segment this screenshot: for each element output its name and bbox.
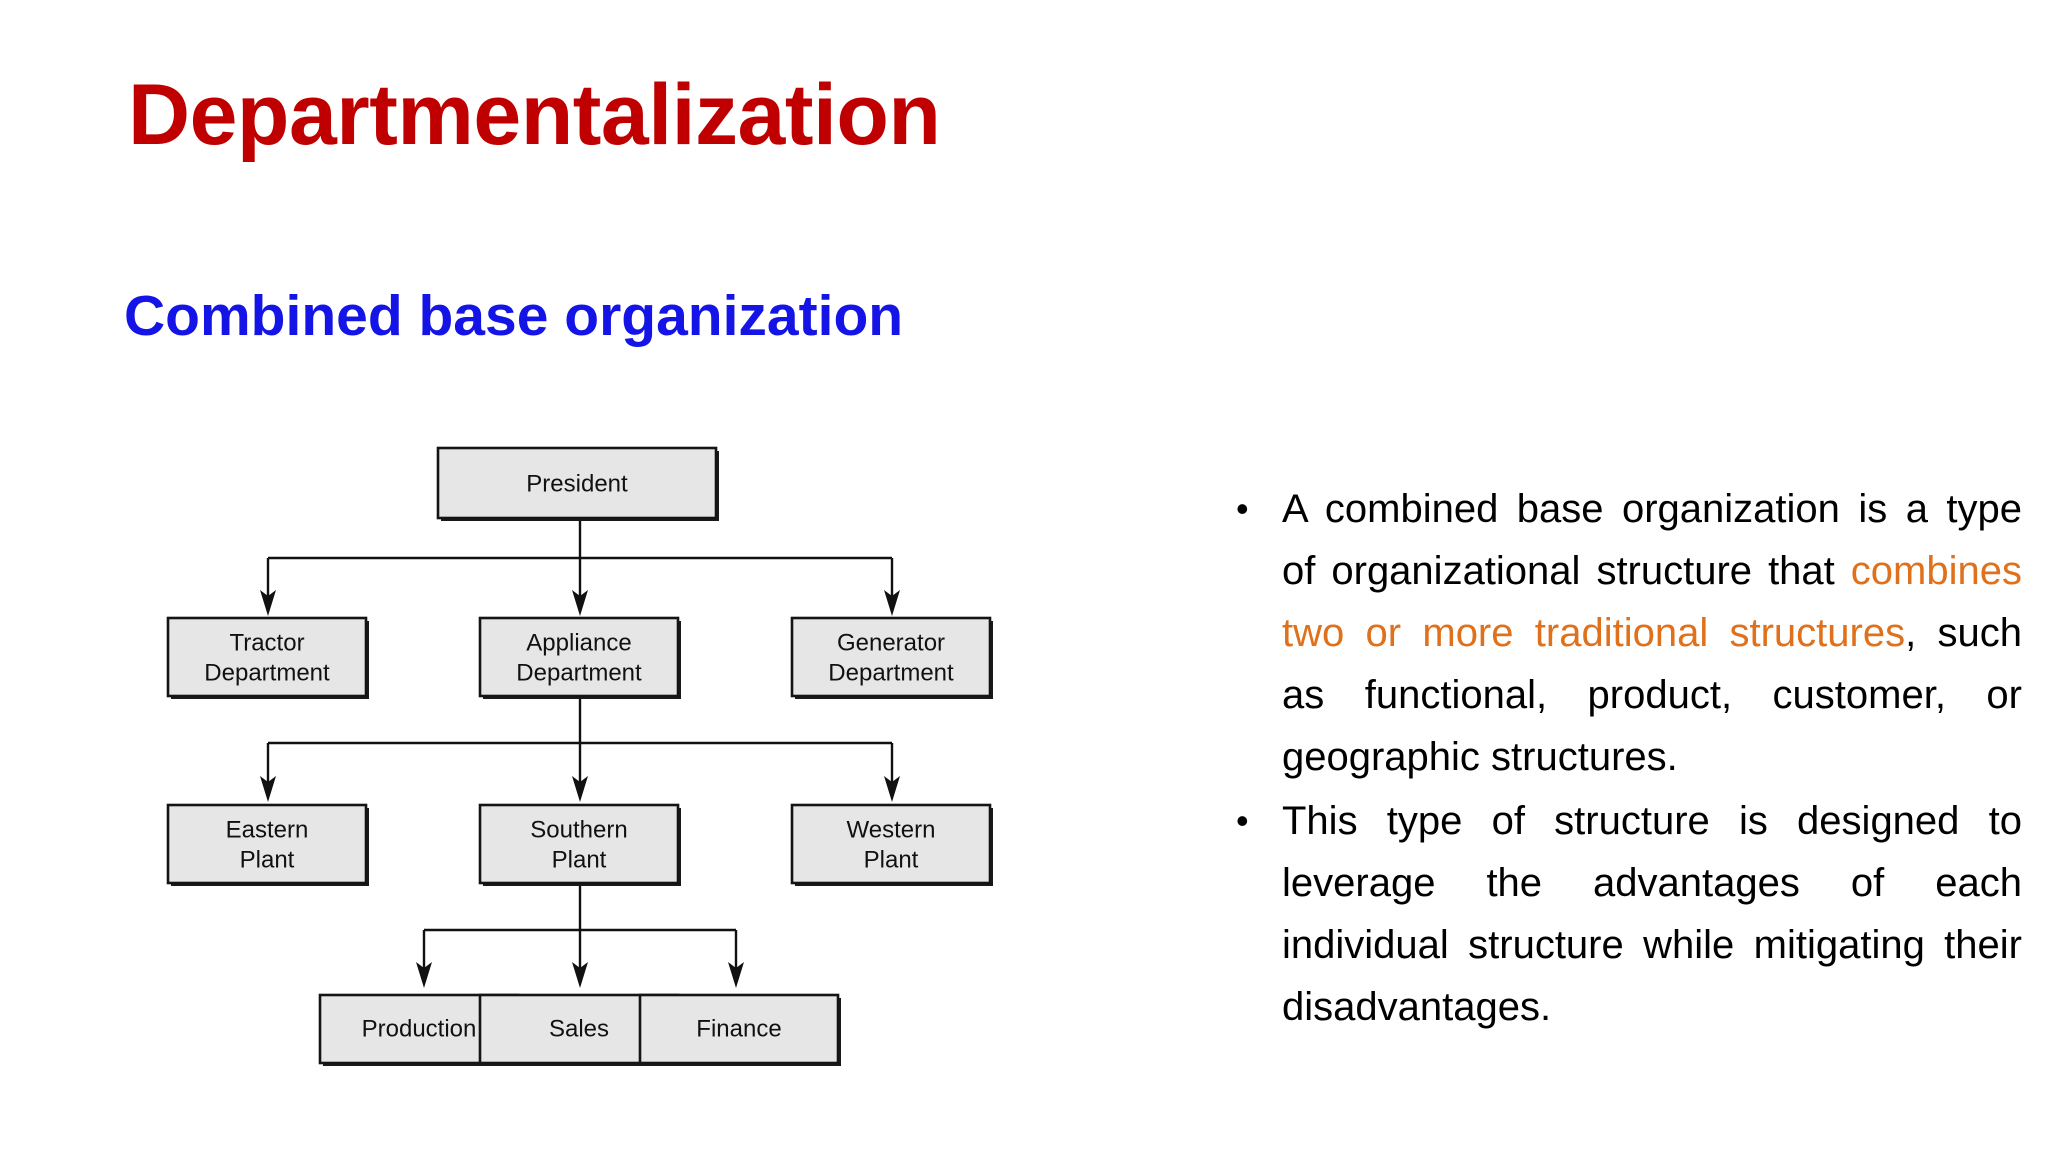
- org-chart-diagram: President Tractor Department Appliance D…: [150, 430, 1210, 1090]
- node-appliance-department[interactable]: Appliance Department: [478, 616, 681, 699]
- node-generator-department[interactable]: Generator Department: [790, 616, 993, 699]
- node-sales-label: Sales: [549, 1015, 609, 1042]
- bullet-segment-normal-2: , such as functional, product, customer,…: [1282, 611, 2022, 779]
- page-subtitle: Combined base organization: [124, 284, 904, 348]
- node-appliance-department-label-line2: Department: [516, 659, 642, 686]
- bullet-list: • A combined base organization is a type…: [1212, 478, 2022, 1040]
- node-finance[interactable]: Finance: [638, 993, 841, 1066]
- node-western-plant-label-line2: Plant: [864, 846, 919, 873]
- node-southern-plant-label-line2: Plant: [552, 846, 607, 873]
- bullet-segment-normal: A combined base organization is a type o…: [1282, 487, 2022, 593]
- node-tractor-department-label-line2: Department: [204, 659, 330, 686]
- bullet-segment-highlight: combines two or more traditional structu…: [1282, 549, 2022, 655]
- bullet-text: This type of structure is designed to le…: [1282, 790, 2022, 1038]
- node-tractor-department[interactable]: Tractor Department: [166, 616, 369, 699]
- node-generator-department-label-line1: Generator: [837, 629, 945, 656]
- bullet-text: A combined base organization is a type o…: [1282, 478, 2022, 788]
- node-president-label: President: [526, 470, 628, 497]
- node-eastern-plant-label-line2: Plant: [240, 846, 295, 873]
- node-southern-plant-label-line1: Southern: [530, 816, 627, 843]
- bullet-segment-normal: This type of structure is designed to le…: [1282, 799, 2022, 1029]
- node-appliance-department-label-line1: Appliance: [526, 629, 631, 656]
- node-western-plant[interactable]: Western Plant: [790, 803, 993, 886]
- bullet-marker: •: [1236, 800, 1249, 841]
- bullet-marker: •: [1236, 488, 1249, 529]
- node-eastern-plant-label-line1: Eastern: [226, 816, 309, 843]
- node-president[interactable]: President: [436, 446, 719, 521]
- org-chart-svg: President Tractor Department Appliance D…: [166, 446, 993, 1066]
- connector-southern-to-functions: [416, 882, 744, 988]
- connector-appliance-to-plants: [260, 695, 900, 802]
- node-eastern-plant[interactable]: Eastern Plant: [166, 803, 369, 886]
- node-western-plant-label-line1: Western: [847, 816, 936, 843]
- node-production-label: Production: [362, 1015, 477, 1042]
- connector-president-to-departments: [260, 520, 900, 616]
- list-item: • This type of structure is designed to …: [1212, 790, 2022, 1038]
- list-item: • A combined base organization is a type…: [1212, 478, 2022, 788]
- node-finance-label: Finance: [696, 1015, 781, 1042]
- page-title: Departmentalization: [128, 67, 941, 163]
- node-tractor-department-label-line1: Tractor: [229, 629, 304, 656]
- node-generator-department-label-line2: Department: [828, 659, 954, 686]
- node-southern-plant[interactable]: Southern Plant: [478, 803, 681, 886]
